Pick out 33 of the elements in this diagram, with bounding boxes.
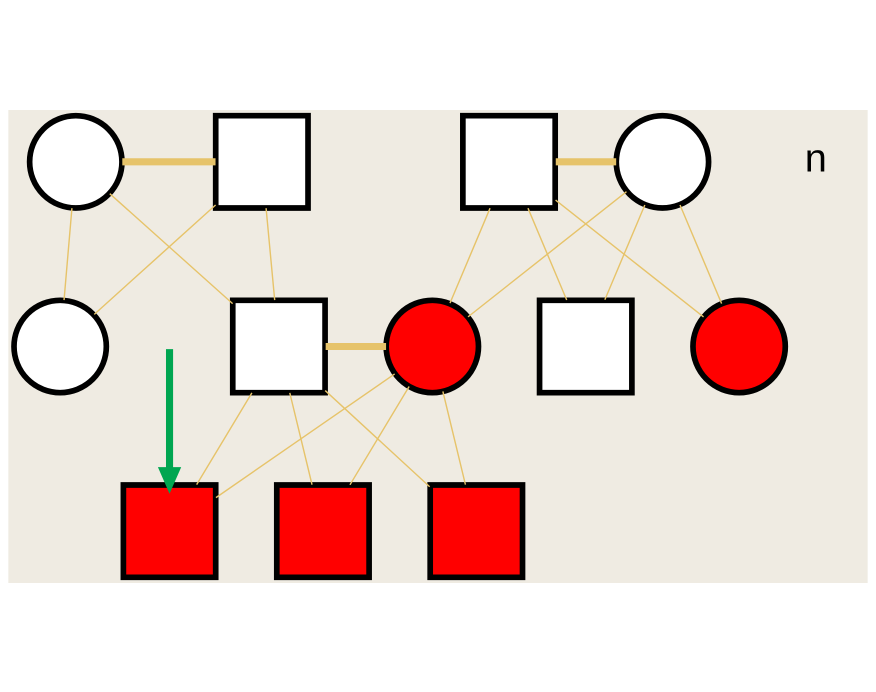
connector (289, 392, 313, 484)
connector (109, 192, 234, 304)
connector (196, 392, 252, 485)
node-box (274, 482, 372, 580)
connector (324, 390, 430, 487)
node-circle (613, 112, 712, 210)
connector (265, 208, 276, 300)
node-box (212, 112, 311, 210)
connector (349, 386, 410, 485)
connector (468, 190, 627, 317)
label: n (804, 136, 827, 180)
connector (63, 208, 73, 300)
node-circle (383, 297, 482, 395)
connector (326, 342, 386, 350)
node-box (460, 112, 558, 210)
connector (604, 204, 646, 300)
connector (527, 207, 568, 300)
connector (679, 204, 722, 304)
connector (122, 158, 216, 165)
node-box (230, 297, 328, 395)
node-box (427, 482, 526, 580)
connector (94, 204, 216, 314)
node-circle (26, 112, 125, 210)
node-box (120, 482, 219, 580)
node-circle (690, 297, 788, 395)
node-circle (11, 297, 110, 395)
connector (449, 207, 491, 303)
connector (555, 199, 704, 318)
connector (216, 372, 396, 498)
node-box (536, 297, 635, 395)
connector (556, 158, 616, 165)
arrow (158, 348, 182, 494)
connector (442, 390, 466, 484)
